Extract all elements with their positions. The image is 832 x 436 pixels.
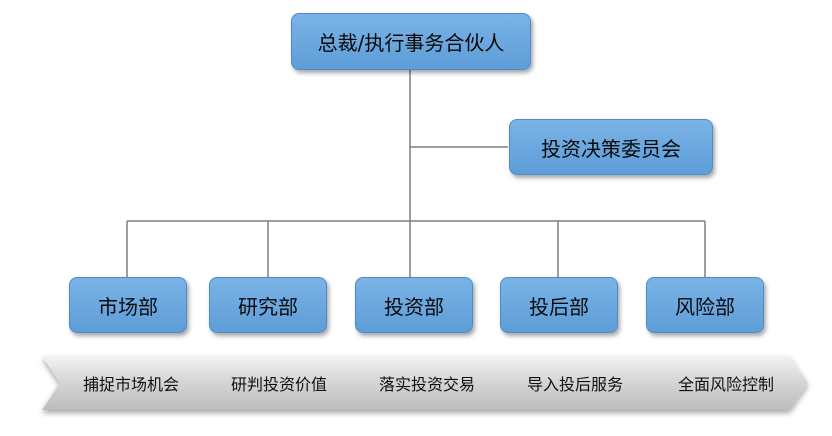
connectors — [126, 70, 706, 277]
department-investment-box: 投资部 — [355, 277, 473, 333]
department-post-investment-label: 投后部 — [529, 294, 589, 319]
process-label-text-4: 导入投后服务 — [526, 375, 623, 394]
department-post-investment-box: 投后部 — [500, 277, 618, 333]
process-chevrons — [42, 356, 808, 410]
process-chevron-3 — [340, 356, 506, 410]
process-label-4: 导入投后服务 — [506, 370, 644, 396]
process-label-3: 落实投资交易 — [358, 370, 496, 396]
department-research-label: 研究部 — [238, 294, 298, 319]
department-market-box: 市场部 — [69, 277, 187, 333]
executive-partner-box: 总裁/执行事务合伙人 — [291, 13, 531, 70]
process-chevron-2 — [192, 356, 358, 410]
department-research-box: 研究部 — [209, 277, 327, 333]
process-chevron-1 — [42, 356, 210, 410]
investment-committee-label: 投资决策委员会 — [541, 136, 681, 161]
executive-partner-label: 总裁/执行事务合伙人 — [317, 31, 505, 55]
process-label-1: 捕捉市场机会 — [62, 370, 200, 396]
process-label-2: 研判投资价值 — [210, 370, 348, 396]
process-chevron-4 — [488, 356, 654, 410]
process-label-5: 全面风险控制 — [654, 370, 798, 396]
department-risk-box: 风险部 — [646, 277, 764, 333]
process-label-text-3: 落实投资交易 — [378, 375, 475, 394]
process-chevron-5 — [636, 356, 808, 410]
investment-committee-box: 投资决策委员会 — [509, 119, 713, 175]
process-label-text-5: 全面风险控制 — [677, 375, 774, 394]
process-label-text-1: 捕捉市场机会 — [82, 375, 179, 394]
process-label-text-2: 研判投资价值 — [230, 375, 327, 394]
department-risk-label: 风险部 — [675, 294, 735, 319]
department-market-label: 市场部 — [98, 294, 158, 319]
department-investment-label: 投资部 — [384, 294, 444, 319]
